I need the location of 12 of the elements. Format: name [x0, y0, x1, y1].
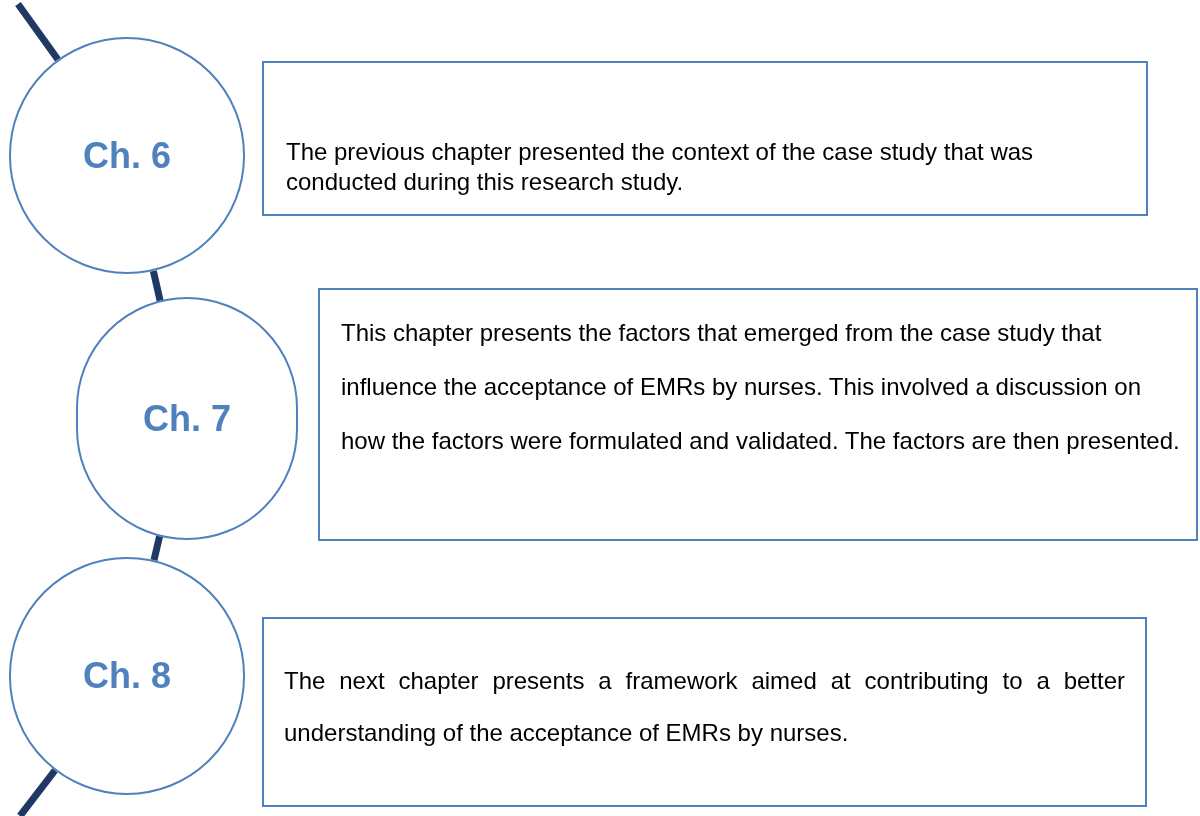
- description-box: [262, 61, 1148, 216]
- description-text: The previous chapter presented the context of the case study that was conducted during this research study.: [286, 137, 1035, 197]
- description-box: [318, 288, 1198, 541]
- connector-line: [149, 270, 164, 302]
- description-box: [262, 617, 1147, 807]
- chapter-label: Ch. 8: [83, 654, 171, 698]
- description-text: This chapter presents the factors that emerged from the case study that influence the acceptance of EMRs by nurses. This involved a discussion on how the factors were formulated and validated. The factors are then presented.: [341, 318, 1181, 456]
- connector-line: [17, 768, 58, 816]
- description-text: The next chapter presents a framework aimed at contributing to a better understanding of the acceptance of EMRs by nurses.: [284, 666, 1125, 748]
- chapter-label: Ch. 6: [83, 133, 171, 178]
- connector-line: [15, 1, 61, 62]
- chapter-label: Ch. 7: [143, 396, 231, 441]
